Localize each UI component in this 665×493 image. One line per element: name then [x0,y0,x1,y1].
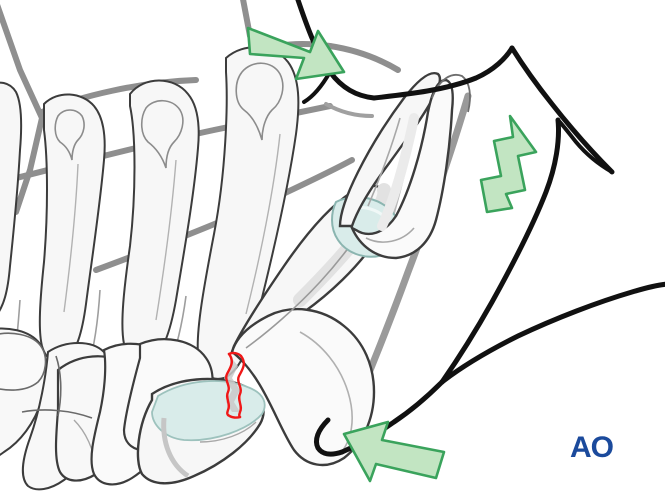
bone-middle-phalanx-inner-line [63,163,79,313]
bone-index-phalanx-inner-line [155,159,177,321]
thumb-phalanx-condyle-line [365,227,415,243]
ao-logo: AO [570,431,615,464]
thumb-mcp-joint-group [330,71,454,260]
thumb-phalanx-inner-line [367,117,401,207]
arrow-right-proximal [479,114,538,214]
bone-carpal-row-lines [21,355,93,419]
fracture-edge-right [237,354,245,419]
bone-carpal-upper-left [0,332,47,391]
arrow-bottom-adduction-shape [342,420,446,483]
arrow-top-distal-shape [246,26,346,81]
finger-bones-group [0,46,300,380]
bone-long-metacarpal-condyle [235,62,284,141]
fracture-line [224,351,245,419]
trapezium-inner-line [199,421,257,443]
ao-logo-label: AO [570,431,614,464]
web-shadow-line [324,102,374,118]
fracture-edge-left [225,352,233,417]
thumb-distal-segment [431,74,471,113]
bone-thumb-metacarpal-base [230,307,376,467]
trapezium-highlight [161,417,190,479]
thumb-phalanx-shading [377,113,419,231]
arrow-bottom-adduction [342,420,446,483]
fracture-cap-top [227,351,243,358]
bone-index-phalanx-condyle [140,99,184,169]
bone-ring-proximal-phalanx [0,81,23,312]
bone-long-metacarpal-inner-line [245,133,281,315]
bone-thumb-distal [431,74,471,113]
arrow-right-proximal-shape [479,114,538,214]
arrow-top-distal [246,26,346,81]
fracture-cap-bottom [226,413,242,419]
bone-middle-phalanx-condyle [54,109,85,161]
